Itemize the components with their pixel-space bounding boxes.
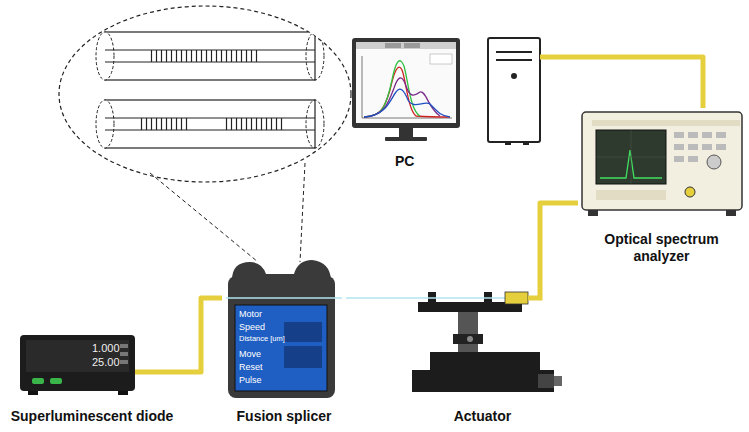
device-label: Actuator [454, 408, 512, 425]
fiber-cable [540, 203, 578, 280]
zoom-callout [59, 6, 351, 262]
device-label: PC [395, 153, 414, 170]
spectrum-analyzer [582, 112, 742, 216]
fiber-cable [548, 57, 703, 108]
pc-monitor [352, 38, 460, 141]
splicer-device [222, 260, 346, 398]
menu-item: Speed [239, 322, 265, 332]
menu-item: Pulse [239, 375, 262, 385]
pc-tower [488, 38, 548, 145]
menu-item: Move [239, 349, 261, 359]
menu-item: Reset [239, 362, 263, 372]
actuator-stage [400, 280, 562, 392]
device-label: Optical spectrum analyzer [587, 231, 737, 265]
actuator-unit: Actuator [400, 280, 565, 425]
pc-unit: PC [345, 35, 548, 170]
display-reading: 25.00 [92, 356, 120, 369]
diode-source [20, 335, 180, 395]
display-reading: 1.000 [92, 342, 120, 355]
fiber-cable [180, 298, 222, 372]
bare-fiber [346, 297, 400, 299]
device-label: Fusion splicer [237, 408, 332, 425]
menu-item: Distance [um] [239, 335, 285, 344]
menu-item: Motor [239, 309, 262, 319]
analyzer-unit: Optical spectrum analyzer [578, 108, 745, 265]
device-label: Superluminescent diode [11, 408, 174, 425]
